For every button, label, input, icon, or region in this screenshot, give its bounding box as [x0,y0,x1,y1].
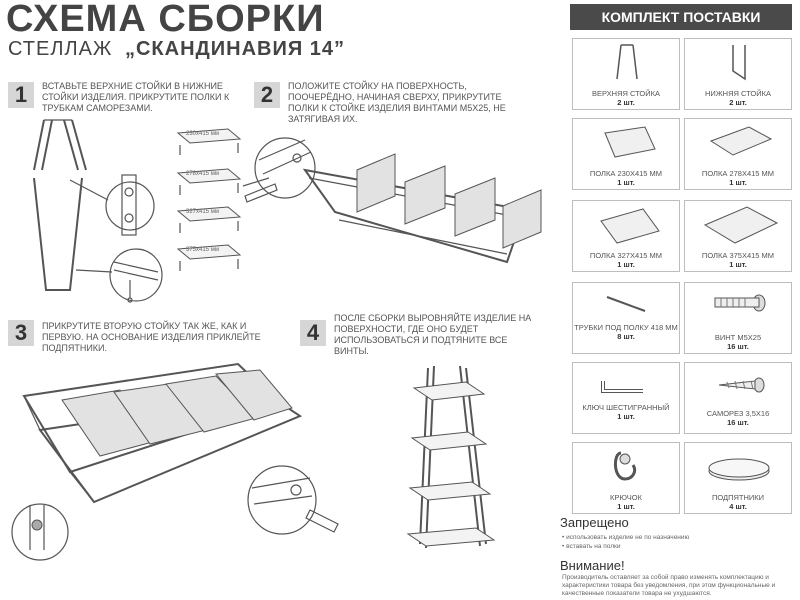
kit-item-qty: 1 шт. [617,502,635,511]
upper-post-left [33,119,53,171]
shelf-icon [600,208,660,244]
product-type: СТЕЛЛАЖ [8,38,113,60]
kit-item-label: ВЕРХНЯЯ СТОЙКА [591,89,660,98]
zoom-foot-circle [11,503,69,561]
shelf-icon [709,126,773,156]
kit-item-label: ВИНТ М5Х25 [714,333,762,342]
kit-item-qty: 16 шт. [727,342,749,351]
kit-item-qty: 16 шт. [727,418,749,427]
attention-text: Производитель оставляет за собой право и… [562,574,776,597]
shelf-label-2: 278х415 мм [186,171,219,177]
step-4-text: ПОСЛЕ СБОРКИ ВЫРОВНЯЙТЕ ИЗДЕЛИЕ НА ПОВЕР… [334,313,532,356]
kit-item-tube: ТРУБКИ ПОД ПОЛКУ 418 мм 8 шт. [572,282,680,354]
page-subtitle: СТЕЛЛАЖ „СКАНДИНАВИЯ 14” [8,38,345,61]
kit-item-qty: 1 шт. [729,178,747,187]
kit-item-label: КРЮЧОК [610,493,642,502]
kit-item-label: ПОДПЯТНИКИ [711,493,765,502]
screw-icon [718,377,765,393]
kit-item-bolt: ВИНТ М5Х25 16 шт. [684,282,792,354]
shelf-label-1: 230х415 мм [186,131,219,137]
kit-item-label: КЛЮЧ ШЕСТИГРАННЫЙ [582,403,670,412]
forbidden-item: • использовать изделие не по назначению [562,534,690,541]
step-4-illustration [406,365,496,549]
step-3-text: ПРИКРУТИТЕ ВТОРУЮ СТОЙКУ ТАК ЖЕ, КАК И П… [42,321,261,353]
kit-item-hex-key: КЛЮЧ ШЕСТИГРАННЫЙ 1 шт. [572,362,680,434]
step-1-number: 1 [8,82,34,108]
kit-item-foot-pad: ПОДПЯТНИКИ 4 шт. [684,442,792,514]
step-2-illustration [242,137,542,264]
product-name: „СКАНДИНАВИЯ 14” [124,38,346,60]
step-4-number: 4 [300,320,326,346]
kit-header: КОМПЛЕКТ ПОСТАВКИ [570,4,792,30]
kit-item-shelf-230: ПОЛКА 230х415 мм 1 шт. [572,118,680,190]
shelf-stack: 230х415 мм 278х415 мм 327х415 мм 375х415… [168,125,243,275]
step-2-number: 2 [254,82,280,108]
lower-post-icon [732,45,746,81]
assembled-rack [419,365,487,549]
kit-item-qty: 1 шт. [617,412,635,421]
kit-item-qty: 4 шт. [729,502,747,511]
kit-item-qty: 1 шт. [617,260,635,269]
kit-item-label: САМОРЕЗ 3,5х16 [706,409,770,418]
kit-item-label: ПОЛКА 375х415 мм [701,251,775,260]
step-3-number: 3 [8,320,34,346]
tube-icon [606,296,646,312]
kit-item-label: ПОЛКА 327х415 мм [589,251,663,260]
bolt-drawing [244,183,278,203]
lower-post [33,177,83,291]
kit-item-label: ПОЛКА 230х415 мм [589,169,663,178]
kit-item-qty: 1 шт. [729,260,747,269]
step-3-illustration [11,362,339,561]
kit-item-shelf-327: ПОЛКА 327х415 мм 1 шт. [572,200,680,272]
attention-title: Внимание! [560,558,625,573]
kit-item-label: НИЖНЯЯ СТОЙКА [704,89,772,98]
shelf-label-4: 375х415 мм [186,247,219,253]
shelf-icon [703,206,779,244]
kit-item-upper-post: ВЕРХНЯЯ СТОЙКА 2 шт. [572,38,680,110]
shelf-icon [604,126,656,158]
kit-item-qty: 2 шт. [729,98,747,107]
hex-key-icon [601,381,643,393]
forbidden-list: • использовать изделие не по назначению … [562,533,689,551]
kit-item-label: ТРУБКИ ПОД ПОЛКУ 418 мм [574,323,678,332]
foot-pad-icon [708,458,770,481]
kit-item-screw: САМОРЕЗ 3,5х16 16 шт. [684,362,792,434]
zoom-joint-circle [105,181,155,231]
step-2-text: ПОЛОЖИТЕ СТОЙКУ НА ПОВЕРХНОСТЬ, ПООЧЕРЁД… [288,81,506,124]
forbidden-title: Запрещено [560,515,629,530]
hook-icon [614,451,637,481]
kit-item-qty: 8 шт. [617,332,635,341]
rack-side-frame [302,168,527,264]
shelf-label-3: 327х415 мм [186,209,219,215]
upper-post-right [63,119,87,171]
forbidden-item: • вставать на полки [562,543,621,550]
zoom-bolt-circle-2 [247,465,317,535]
step-1-illustration [33,119,163,303]
kit-item-qty: 2 шт. [617,98,635,107]
step-1-text: ВСТАВЬТЕ ВЕРХНИЕ СТОЙКИ В НИЖНИЕ СТОЙКИ … [42,81,230,113]
bolt-icon [714,294,766,312]
kit-item-shelf-375: ПОЛКА 375х415 мм 1 шт. [684,200,792,272]
zoom-bolt-circle [254,137,316,199]
kit-item-lower-post: НИЖНЯЯ СТОЙКА 2 шт. [684,38,792,110]
upper-post-icon [616,44,638,80]
zoom-screw-circle [109,248,163,302]
kit-item-label: ПОЛКА 278х415 мм [701,169,775,178]
page-title: СХЕМА СБОРКИ [6,0,325,40]
kit-item-qty: 1 шт. [617,178,635,187]
kit-item-shelf-278: ПОЛКА 278х415 мм 1 шт. [684,118,792,190]
kit-item-hook: КРЮЧОК 1 шт. [572,442,680,514]
